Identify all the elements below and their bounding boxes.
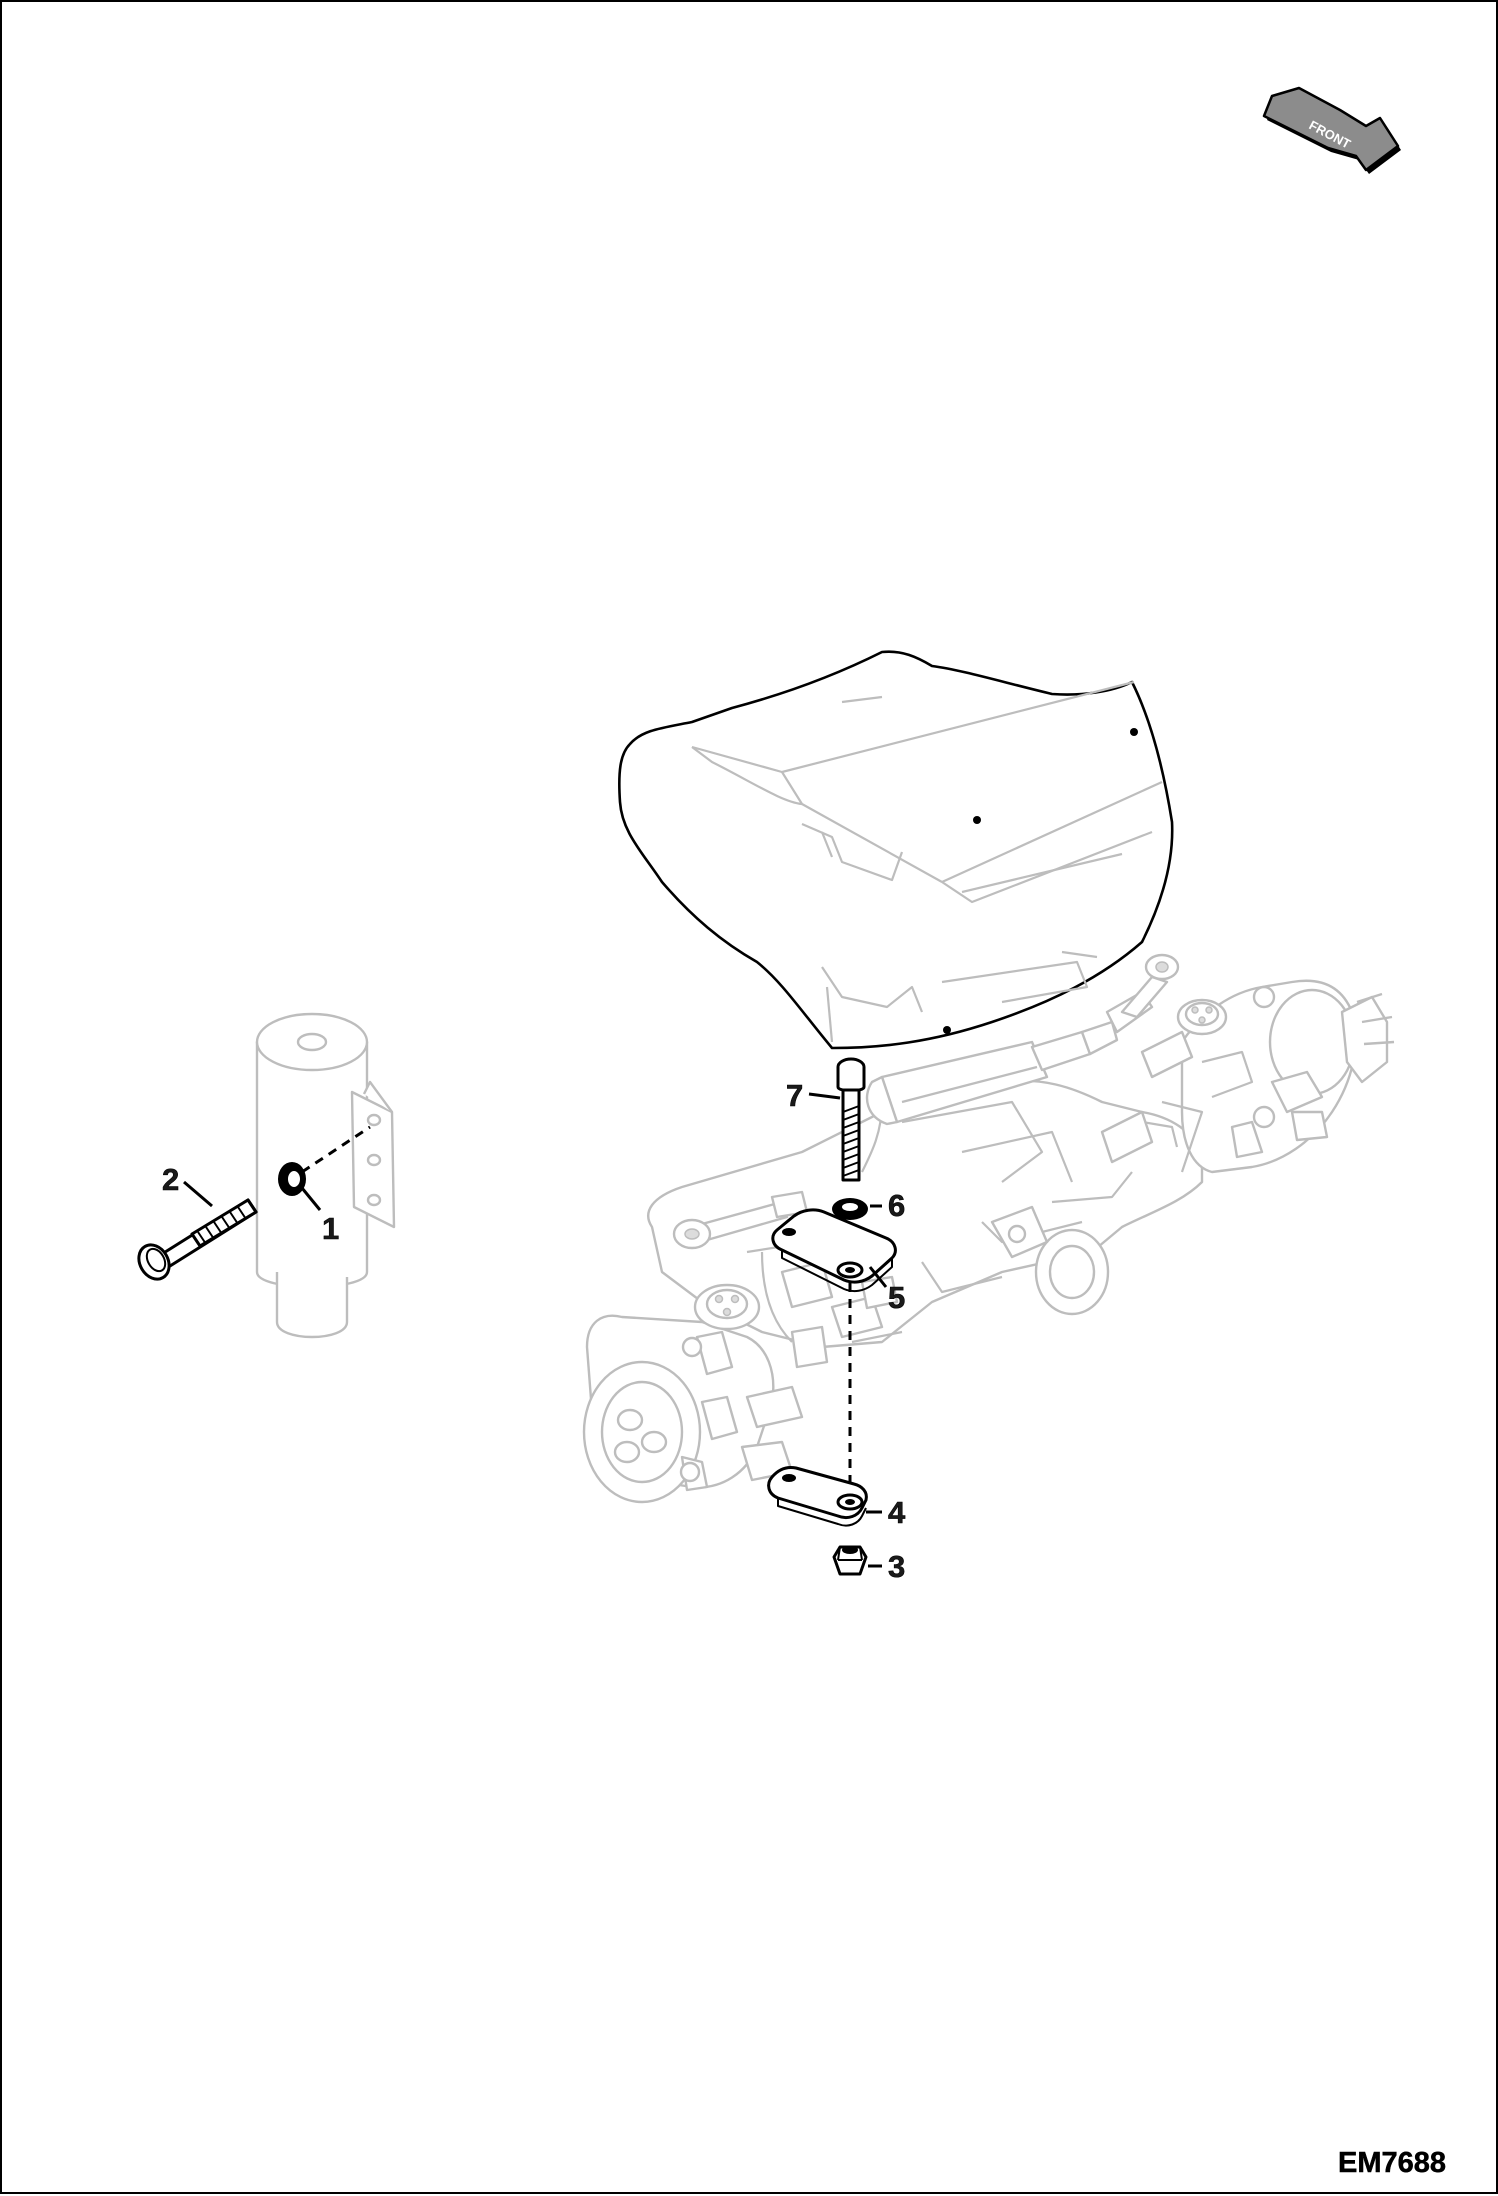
part-6-washer (832, 1198, 868, 1220)
callout-4: 4 (888, 1495, 906, 1530)
callout-3: 3 (888, 1549, 905, 1584)
canopy-outline (618, 650, 1174, 1050)
callout-1: 1 (322, 1211, 339, 1246)
callout-5: 5 (888, 1280, 905, 1315)
drawing-number: EM7688 (1338, 2147, 1446, 2179)
callout-6: 6 (888, 1188, 905, 1223)
front-direction-arrow-icon: FRONT (1262, 86, 1401, 174)
part-7-bolt (836, 1057, 866, 1182)
part-4-plate (767, 1466, 868, 1527)
axle-housing (582, 953, 1395, 1504)
bracket-assembly-line (301, 1125, 371, 1174)
callout-7: 7 (786, 1078, 803, 1113)
callout-2: 2 (162, 1162, 179, 1197)
callout-leaders (183, 1092, 888, 1568)
part-3-nut (832, 1545, 868, 1576)
part-2-bolt (137, 1198, 258, 1281)
part-5-plate (771, 1208, 897, 1293)
part-1-washer (278, 1162, 306, 1196)
cylinder-detail (255, 1012, 396, 1339)
